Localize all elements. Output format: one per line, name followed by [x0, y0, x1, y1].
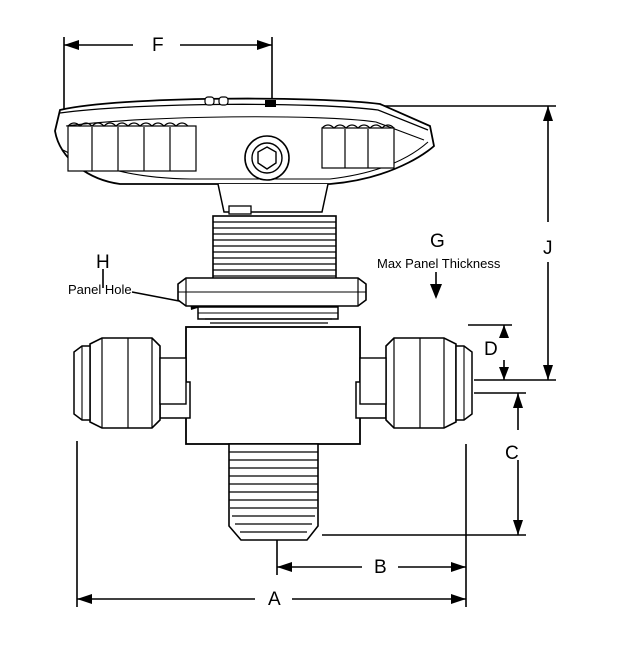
left-fitting-nut: [89, 337, 161, 429]
dim-label-g: G: [430, 231, 445, 252]
arrow-c-bottom: [513, 520, 523, 535]
arrow-a-left: [77, 594, 92, 604]
grip-right-teeth: [321, 124, 395, 129]
dim-label-h: H: [96, 252, 110, 273]
arrow-d-top: [499, 325, 509, 338]
handle-grip-right-body: [321, 127, 395, 169]
arrow-f-right: [257, 40, 272, 50]
arrow-f-left: [64, 40, 79, 50]
bonnet-thread-body: [212, 215, 337, 283]
arrow-a-right: [451, 594, 466, 604]
grip-left-teeth: [67, 122, 189, 127]
dim-label-a: A: [268, 589, 281, 610]
dim-label-f: F: [152, 35, 164, 56]
bonnet-threads: [213, 221, 336, 277]
handle-assembly: [54, 96, 435, 185]
arrow-c-top: [513, 393, 523, 408]
left-ferrule: [159, 357, 187, 405]
dim-label-j: J: [543, 238, 553, 259]
bottom-npt-thread: [228, 443, 319, 541]
arrow-j-bottom: [543, 365, 553, 380]
stem-neck: [217, 183, 329, 213]
arrow-j-top: [543, 106, 553, 121]
handle-notch-1: [204, 96, 215, 106]
stop-pin: [228, 205, 252, 215]
right-ferrule: [359, 357, 387, 405]
handle-hex-socket: [257, 146, 277, 170]
stem-assembly: [177, 183, 367, 324]
arrow-b-left: [277, 562, 292, 572]
panel-hole-label: Panel Hole: [68, 282, 132, 297]
handle-grip-right: [321, 124, 395, 169]
tube-fitting-right: [359, 337, 473, 429]
handle-notch-2: [218, 96, 229, 106]
dim-label-c: C: [505, 443, 519, 464]
max-panel-thickness-label: Max Panel Thickness: [377, 256, 501, 271]
handle-marker: [265, 100, 276, 107]
right-fitting-nut: [385, 337, 457, 429]
handle-top-edge-2: [65, 116, 425, 141]
dim-label-b: B: [374, 557, 387, 578]
handle-top-edge: [59, 103, 429, 131]
bottom-thread-lines: [229, 451, 318, 533]
valve-geometry: [54, 96, 473, 541]
arrow-g-down: [430, 284, 442, 299]
dimension-arrowheads: [64, 40, 553, 604]
dim-label-d: D: [484, 339, 498, 360]
arrow-d-bottom: [499, 367, 509, 380]
arrow-b-right: [451, 562, 466, 572]
handle-grip-left: [67, 122, 197, 172]
valve-body: [185, 326, 361, 445]
handle-grip-left-body: [67, 125, 197, 172]
tube-fitting-left: [73, 337, 187, 429]
